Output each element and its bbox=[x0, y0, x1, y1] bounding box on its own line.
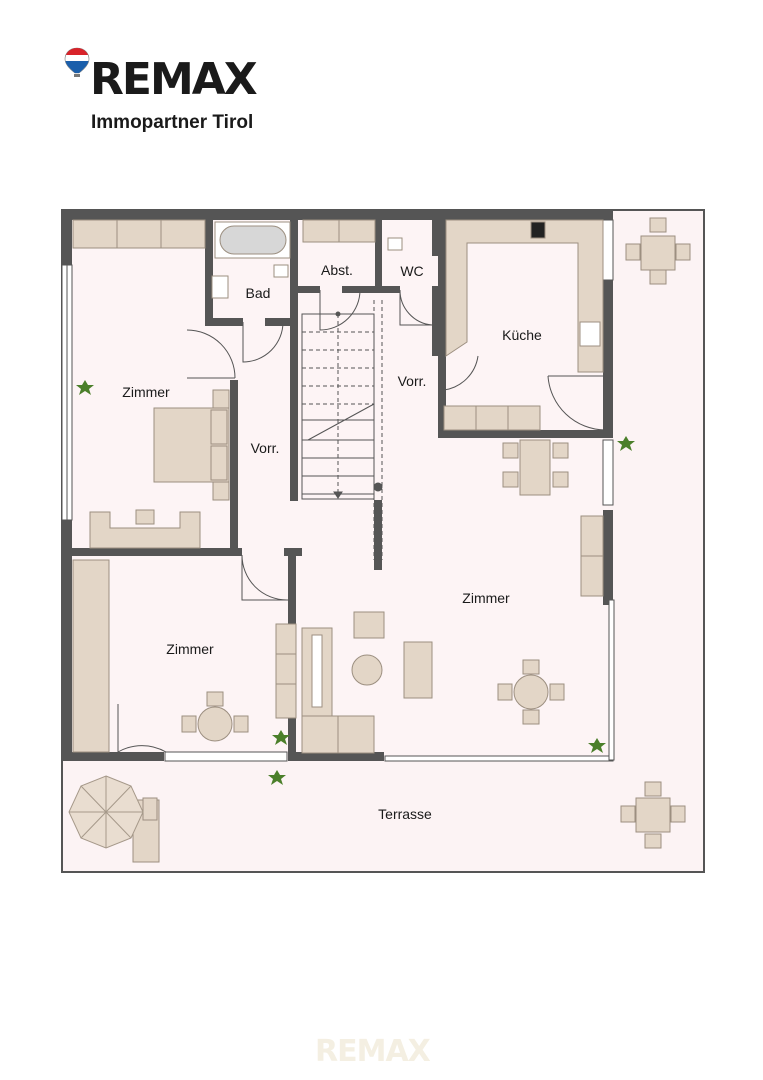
parasol-icon bbox=[68, 775, 144, 849]
room-label-vorr-left: Vorr. bbox=[250, 440, 280, 456]
room-label-kueche: Küche bbox=[502, 327, 542, 343]
remax-logo: REMAX Immopartner Tirol bbox=[64, 46, 274, 136]
balloon-icon bbox=[64, 47, 90, 77]
room-label-vorr-right: Vorr. bbox=[397, 373, 427, 389]
room-label-abst: Abst. bbox=[321, 262, 353, 278]
room-label-wc: WC bbox=[400, 263, 424, 279]
watermark: REMAX bbox=[315, 1034, 431, 1069]
logo-subtitle: Immopartner Tirol bbox=[91, 112, 254, 133]
room-label-zimmer-top-left: Zimmer bbox=[122, 384, 170, 400]
staircase bbox=[301, 300, 383, 560]
logo-brand: REMAX bbox=[90, 54, 258, 105]
room-label-bad: Bad bbox=[245, 285, 271, 301]
doors bbox=[117, 289, 606, 753]
room-label-terrasse: Terrasse bbox=[378, 806, 432, 822]
room-label-zimmer-large: Zimmer bbox=[462, 590, 510, 606]
furniture bbox=[72, 217, 691, 863]
plant-icon bbox=[76, 380, 635, 785]
room-label-zimmer-bottom-left: Zimmer bbox=[166, 641, 214, 657]
interior-floor bbox=[68, 216, 608, 761]
